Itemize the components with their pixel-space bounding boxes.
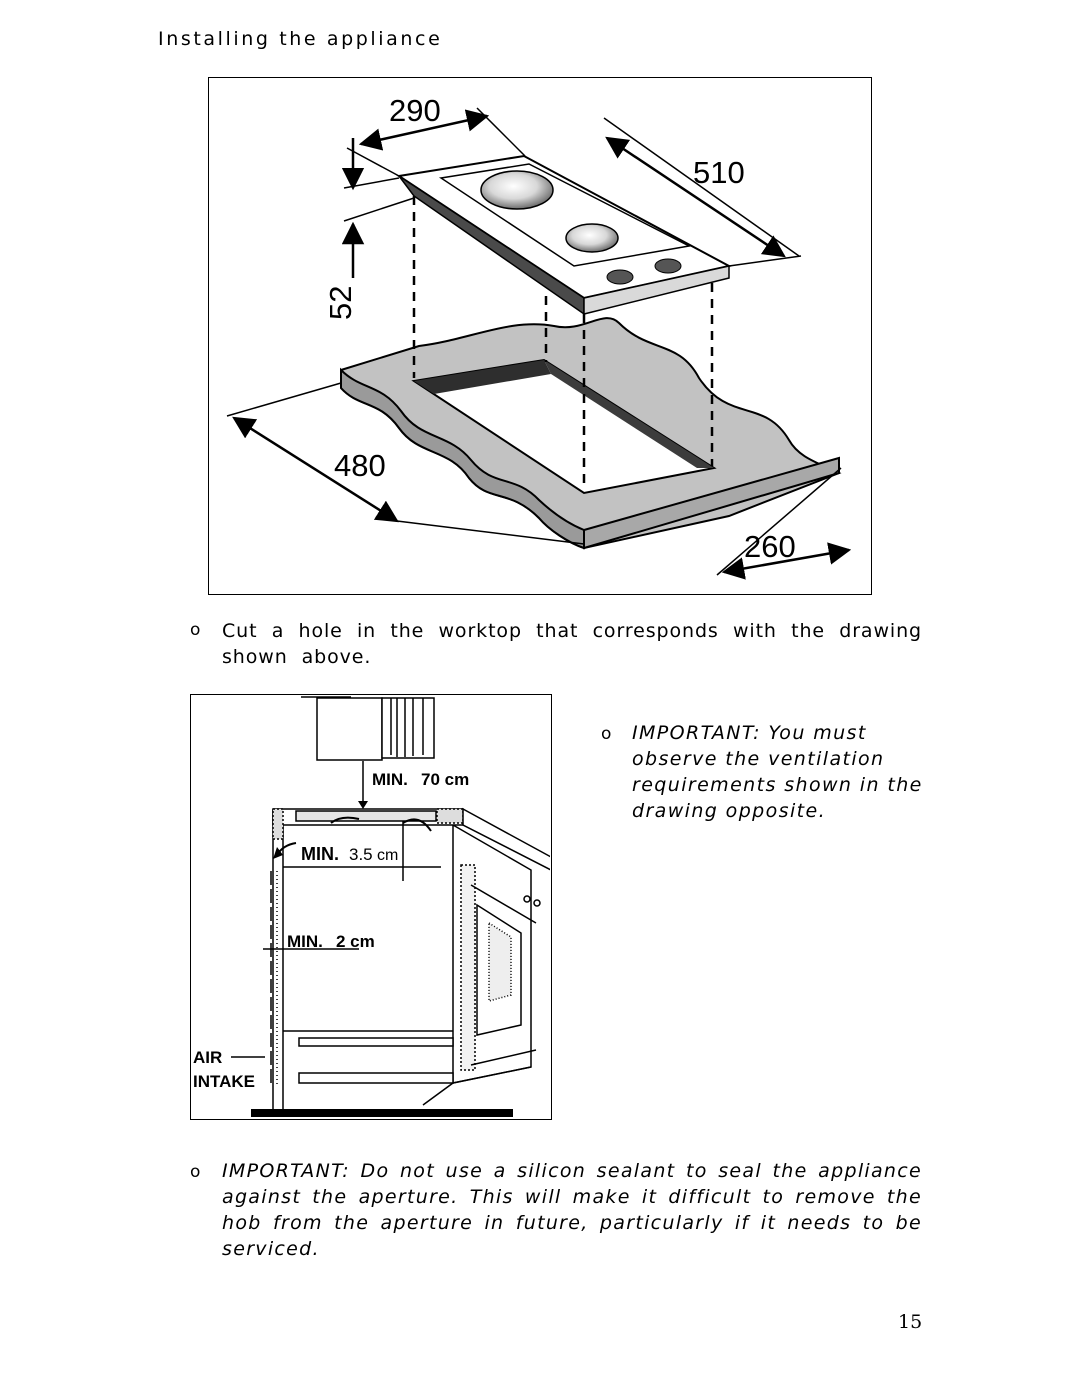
hob <box>396 154 732 316</box>
ventilation-drawing: MIN. 70 cm <box>193 696 550 1117</box>
bullet-marker: o <box>190 1162 201 1182</box>
min-gap-value: 3.5 <box>349 845 373 864</box>
housing <box>263 866 454 1087</box>
projection-lines <box>412 196 714 490</box>
dim-height-label: 52 <box>323 286 358 320</box>
floor <box>251 1109 513 1117</box>
min-side-prefix: MIN. <box>287 932 323 951</box>
oven-unit <box>422 807 550 1106</box>
min-top-value: 70 cm <box>421 770 469 789</box>
cutout-dimensions-figure: 290 510 52 480 260 <box>208 77 872 595</box>
dim-cut-depth-label: 480 <box>334 448 386 483</box>
dim-depth-label: 510 <box>693 155 745 190</box>
instruction-sealant: IMPORTANT: Do not use a silicon sealant … <box>222 1160 922 1260</box>
bullet-marker: o <box>190 620 201 640</box>
intake-label: INTAKE <box>193 1072 255 1091</box>
cutout-drawing: 290 510 52 480 260 <box>226 93 852 580</box>
page-number: 15 <box>898 1311 923 1333</box>
min-gap-unit: cm <box>377 847 398 864</box>
min-top-prefix: MIN. <box>372 770 408 789</box>
dim-cut-width-label: 260 <box>744 529 796 564</box>
dim-width-label: 290 <box>389 93 441 128</box>
air-label: AIR <box>193 1048 222 1067</box>
extractor-hood <box>301 696 435 761</box>
instruction-cut-hole: Cut a hole in the worktop that correspon… <box>222 620 922 668</box>
dimension-arrows <box>232 109 852 580</box>
instruction-ventilation: IMPORTANT: You must observe the ventilat… <box>632 722 923 822</box>
min-gap-prefix: MIN. <box>301 844 339 864</box>
section-heading: Installing the appliance <box>158 28 443 50</box>
min-side-value: 2 cm <box>336 932 375 951</box>
worktop <box>340 317 842 550</box>
bullet-marker: o <box>601 724 612 744</box>
ventilation-figure: MIN. 70 cm <box>190 694 552 1120</box>
